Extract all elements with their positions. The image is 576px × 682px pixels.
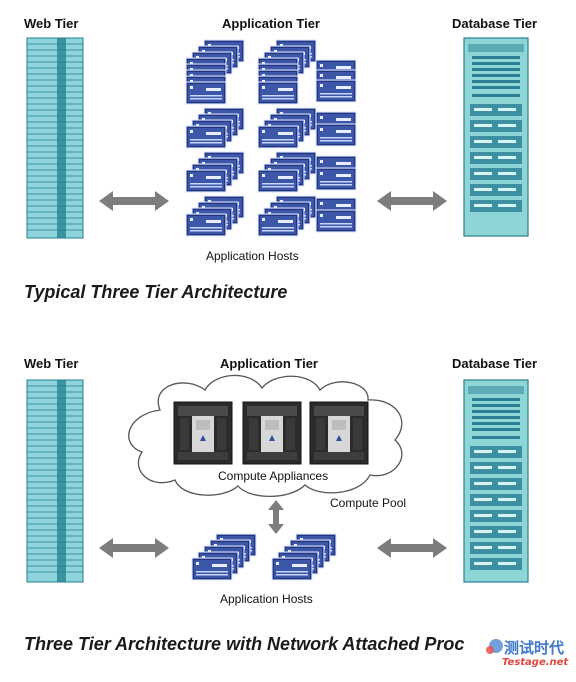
bottom-web-tier-label: Web Tier [24, 356, 79, 371]
top-web-tier-label: Web Tier [24, 16, 79, 31]
top-right-arrow [377, 191, 447, 211]
watermark-logo-text: 测试时代 [504, 639, 565, 657]
bottom-title: Three Tier Architecture with Network Att… [24, 634, 465, 654]
top-application-hosts [185, 39, 357, 237]
bottom-left-arrow [99, 538, 169, 558]
pool-to-hosts-arrow [268, 500, 284, 534]
watermark-logo-icon [486, 639, 503, 654]
top-app-tier-label: Application Tier [222, 16, 320, 31]
compute-appliances-caption: Compute Appliances [218, 469, 329, 483]
compute-appliances [173, 401, 369, 465]
bottom-app-tier-label: Application Tier [220, 356, 318, 371]
top-database-rack [463, 37, 529, 237]
top-left-arrow [99, 191, 169, 211]
top-web-server-rack [26, 37, 84, 239]
watermark-site: Testage.net [502, 657, 569, 668]
top-title: Typical Three Tier Architecture [24, 282, 288, 302]
bottom-application-hosts [191, 533, 337, 581]
bottom-right-arrow [377, 538, 447, 558]
top-hosts-caption: Application Hosts [206, 249, 299, 263]
bottom-hosts-caption: Application Hosts [220, 592, 313, 606]
bottom-db-tier-label: Database Tier [452, 356, 538, 371]
bottom-web-server-rack [26, 379, 84, 583]
top-db-tier-label: Database Tier [452, 16, 538, 31]
bottom-database-rack [463, 379, 529, 583]
compute-pool-caption: Compute Pool [330, 496, 407, 510]
